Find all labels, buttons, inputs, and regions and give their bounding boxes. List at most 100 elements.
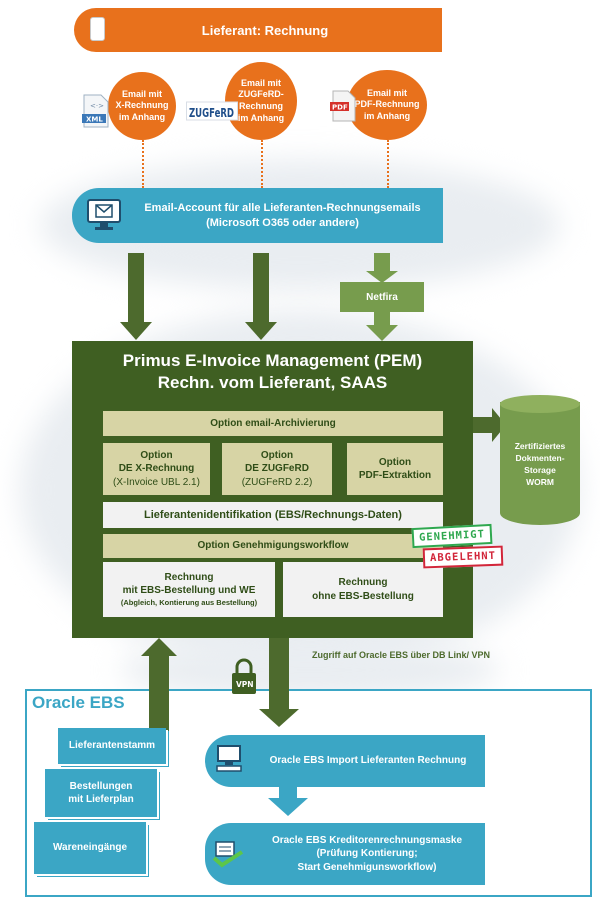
channel-line: Email mit <box>366 87 407 98</box>
option-line: Option <box>378 456 412 468</box>
pem-title-line1: Primus E-Invoice Management (PEM) <box>122 351 423 370</box>
pdf-file-icon: PDF <box>330 90 356 122</box>
arrow-down-head <box>366 325 398 341</box>
channel-line: im Anhang <box>118 111 166 122</box>
email-account-bar: Email-Account für alle Lieferanten-Rechn… <box>72 188 443 243</box>
xml-file-icon: <·> XML <box>82 94 109 128</box>
supplier-invoice-banner: Lieferant: Rechnung <box>74 8 442 52</box>
invoice-line: mit EBS-Bestellung und WE <box>122 585 256 597</box>
pem-title: Primus E-Invoice Management (PEM) Rechn.… <box>72 350 473 394</box>
arrow-down-head <box>366 271 398 283</box>
rejected-stamp: ABGELEHNT <box>422 545 504 569</box>
worm-storage-label: Zertifiziertes Dokmenten- Storage WORM <box>500 441 580 489</box>
invoice-line: Rechnung <box>338 577 388 588</box>
storage-line: Dokmenten- <box>515 452 565 463</box>
invoice-line: ohne EBS-Bestellung <box>312 590 414 602</box>
pem-title-line2: Rechn. vom Lieferant, SAAS <box>157 373 388 392</box>
arrow-right-head <box>492 408 506 442</box>
option-line: Option <box>140 449 173 461</box>
email-archiving-label: Option email-Archivierung <box>210 417 336 429</box>
rejected-stamp-text: ABGELEHNT <box>429 549 497 565</box>
ebs-import-bar: Oracle EBS Import Lieferanten Rechnung <box>205 735 485 787</box>
channel-line: Email mit <box>121 88 162 99</box>
email-account-title: Email-Account für alle Lieferanten-Rechn… <box>144 201 421 214</box>
channel-line: Rechnung <box>238 101 283 111</box>
arrow-down-head <box>245 322 277 340</box>
payables-line: (Prüfung Kontierung; <box>316 848 418 860</box>
email-monitor-icon <box>87 199 121 230</box>
channel-line: Email mit <box>240 77 281 88</box>
approved-stamp-text: GENEHMIGT <box>418 528 486 544</box>
pdf-icon-text: PDF <box>332 104 348 112</box>
arrow-down <box>374 312 390 326</box>
channel-line: PDF-Rechnung <box>354 99 420 110</box>
invoice-without-po: Rechnung ohne EBS-Bestellung <box>283 562 443 617</box>
orders-line: Bestellungen <box>69 780 133 792</box>
netfira-label: Netfira <box>366 291 398 303</box>
connector-dotted <box>142 140 144 188</box>
email-account-subtitle: (Microsoft O365 oder andere) <box>206 216 359 229</box>
access-note: Zugriff auf Oracle EBS über DB Link/ VPN <box>312 650 491 660</box>
vpn-lock-icon: VPN <box>232 658 256 694</box>
payables-mask-bar: Oracle EBS Kreditorenrechnungsmaske (Prü… <box>205 823 485 885</box>
payables-line: Oracle EBS Kreditorenrechnungsmaske <box>271 834 463 846</box>
arrow-down-head <box>268 798 308 816</box>
worm-storage <box>500 402 580 525</box>
arrow-down <box>269 638 289 710</box>
approval-workflow-option: Option Genehmigungsworkflow <box>103 534 443 558</box>
channel-line: X-Rechnung <box>115 100 169 111</box>
email-archiving-option: Option email-Archivierung <box>103 411 443 436</box>
xml-icon-text: XML <box>86 116 103 124</box>
channel-line: im Anhang <box>237 112 285 123</box>
vpn-label: VPN <box>236 680 254 689</box>
connector-dotted <box>387 140 389 188</box>
channel-pdf: Email mit PDF-Rechnung im Anhang <box>347 70 427 140</box>
arrow-down-head <box>120 322 152 340</box>
arrow-up-head <box>141 638 177 656</box>
channel-zugferd: Email mit ZUGFeRD- Rechnung im Anhang <box>225 62 297 140</box>
option-line: (ZUGFeRD 2.2) <box>241 476 313 488</box>
arrow-down <box>374 253 390 273</box>
invoice-line: Rechnung <box>164 571 214 583</box>
supplier-master-data: Lieferantenstamm <box>58 728 166 764</box>
zugferd-logo: ZUGFeRD <box>186 101 238 121</box>
arrow-down <box>279 787 297 799</box>
worm-storage-top <box>500 395 580 413</box>
zugferd-logo-text: ZUGFeRD <box>189 106 234 120</box>
approval-workflow-label: Option Genehmigungsworkflow <box>197 540 349 552</box>
channel-line: im Anhang <box>363 110 411 121</box>
arrow-down-head <box>259 709 299 727</box>
channel-xrechnung: Email mit X-Rechnung im Anhang <box>108 72 176 140</box>
oracle-ebs-title: Oracle EBS <box>32 693 125 712</box>
connector-dotted <box>261 140 263 188</box>
arrow-down <box>253 253 269 323</box>
option-line: DE X-Rechnung <box>118 463 195 475</box>
option-xrechnung: Option DE X-Rechnung (X-Invoice UBL 2.1) <box>103 443 210 495</box>
purchase-orders: Bestellungen mit Lieferplan <box>45 769 157 817</box>
svg-text:<·>: <·> <box>90 102 104 110</box>
arrow-up <box>149 655 169 735</box>
netfira-box: Netfira <box>340 282 424 312</box>
supplier-identification-label: Lieferantenidentifikation (EBS/Rechnungs… <box>144 508 402 521</box>
storage-line: Storage <box>524 464 556 475</box>
ebs-import-label: Oracle EBS Import Lieferanten Rechnung <box>269 755 467 767</box>
computer-icon <box>216 745 242 772</box>
option-pdf-extraction: Option PDF-Extraktion <box>347 443 443 495</box>
invoice-line: (Abgleich, Kontierung aus Bestellung) <box>120 597 258 607</box>
option-line: (X-Invoice UBL 2.1) <box>113 476 200 488</box>
goods-receipts: Wareneingänge <box>34 822 146 874</box>
arrow-down <box>128 253 144 323</box>
orders-line: mit Lieferplan <box>68 794 134 805</box>
option-line: PDF-Extraktion <box>358 470 432 481</box>
supplier-invoice-label: Lieferant: Rechnung <box>201 22 329 38</box>
option-line: Option <box>260 449 294 461</box>
arrow-right <box>473 417 493 433</box>
storage-line: WORM <box>526 476 554 487</box>
goods-receipts-label: Wareneingänge <box>52 842 128 854</box>
document-icon <box>90 17 105 41</box>
checkmark-doc-icon <box>212 841 244 868</box>
option-zugferd: Option DE ZUGFeRD (ZUGFeRD 2.2) <box>222 443 332 495</box>
supplier-master-label: Lieferantenstamm <box>68 740 156 752</box>
storage-line: Zertifiziertes <box>514 441 566 451</box>
option-line: DE ZUGFeRD <box>245 463 309 475</box>
